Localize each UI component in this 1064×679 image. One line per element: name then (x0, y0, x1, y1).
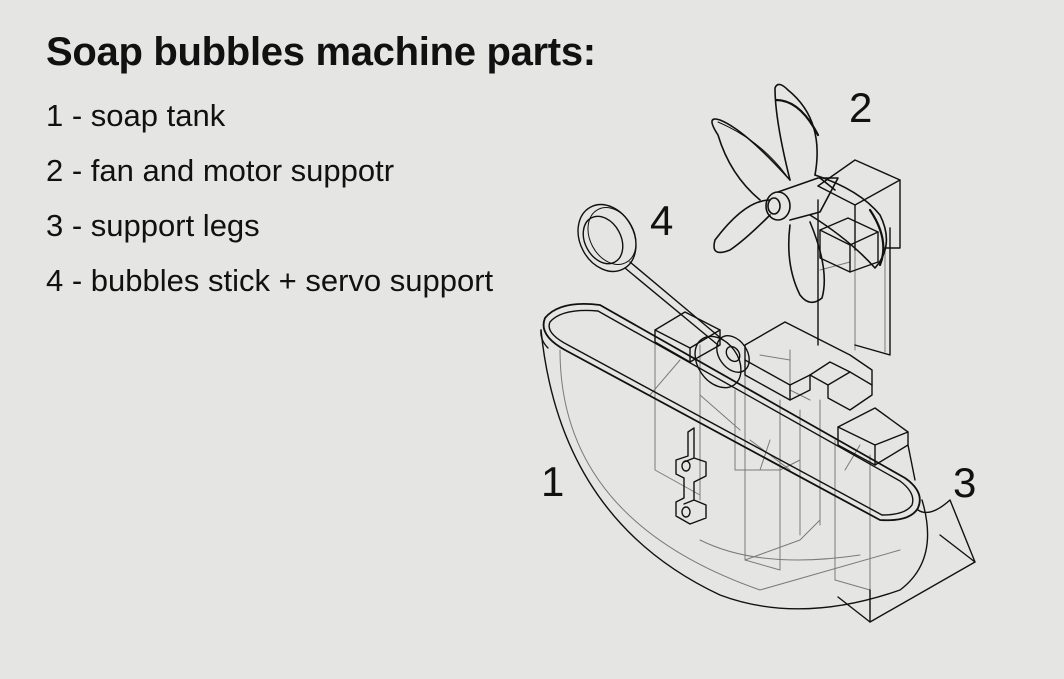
outline-lines (540, 83, 976, 623)
hidden-lines (559, 199, 901, 606)
support-legs (837, 407, 976, 623)
soap-tank (540, 303, 929, 610)
fan-motor-support (817, 159, 901, 356)
legend-item-support-legs: 3 - support legs (46, 208, 260, 243)
fan-icon (711, 83, 888, 304)
page-title: Soap bubbles machine parts: (46, 30, 596, 74)
parts-legend: 1 - soap tank 2 - fan and motor suppotr … (46, 88, 493, 308)
bubbles-stick (577, 203, 750, 389)
servo-bracket (675, 427, 707, 525)
legend-item-bubbles-stick: 4 - bubbles stick + servo support (46, 263, 494, 298)
callout-fan-support: 2 (849, 84, 873, 131)
callout-soap-tank: 1 (541, 458, 565, 505)
legend-item-soap-tank: 1 - soap tank (46, 98, 226, 133)
callout-bubbles-stick: 4 (650, 197, 674, 244)
center-blocks (654, 311, 873, 411)
callout-support-legs: 3 (953, 459, 977, 506)
legend-item-fan-motor-support: 2 - fan and motor suppotr (46, 153, 395, 188)
